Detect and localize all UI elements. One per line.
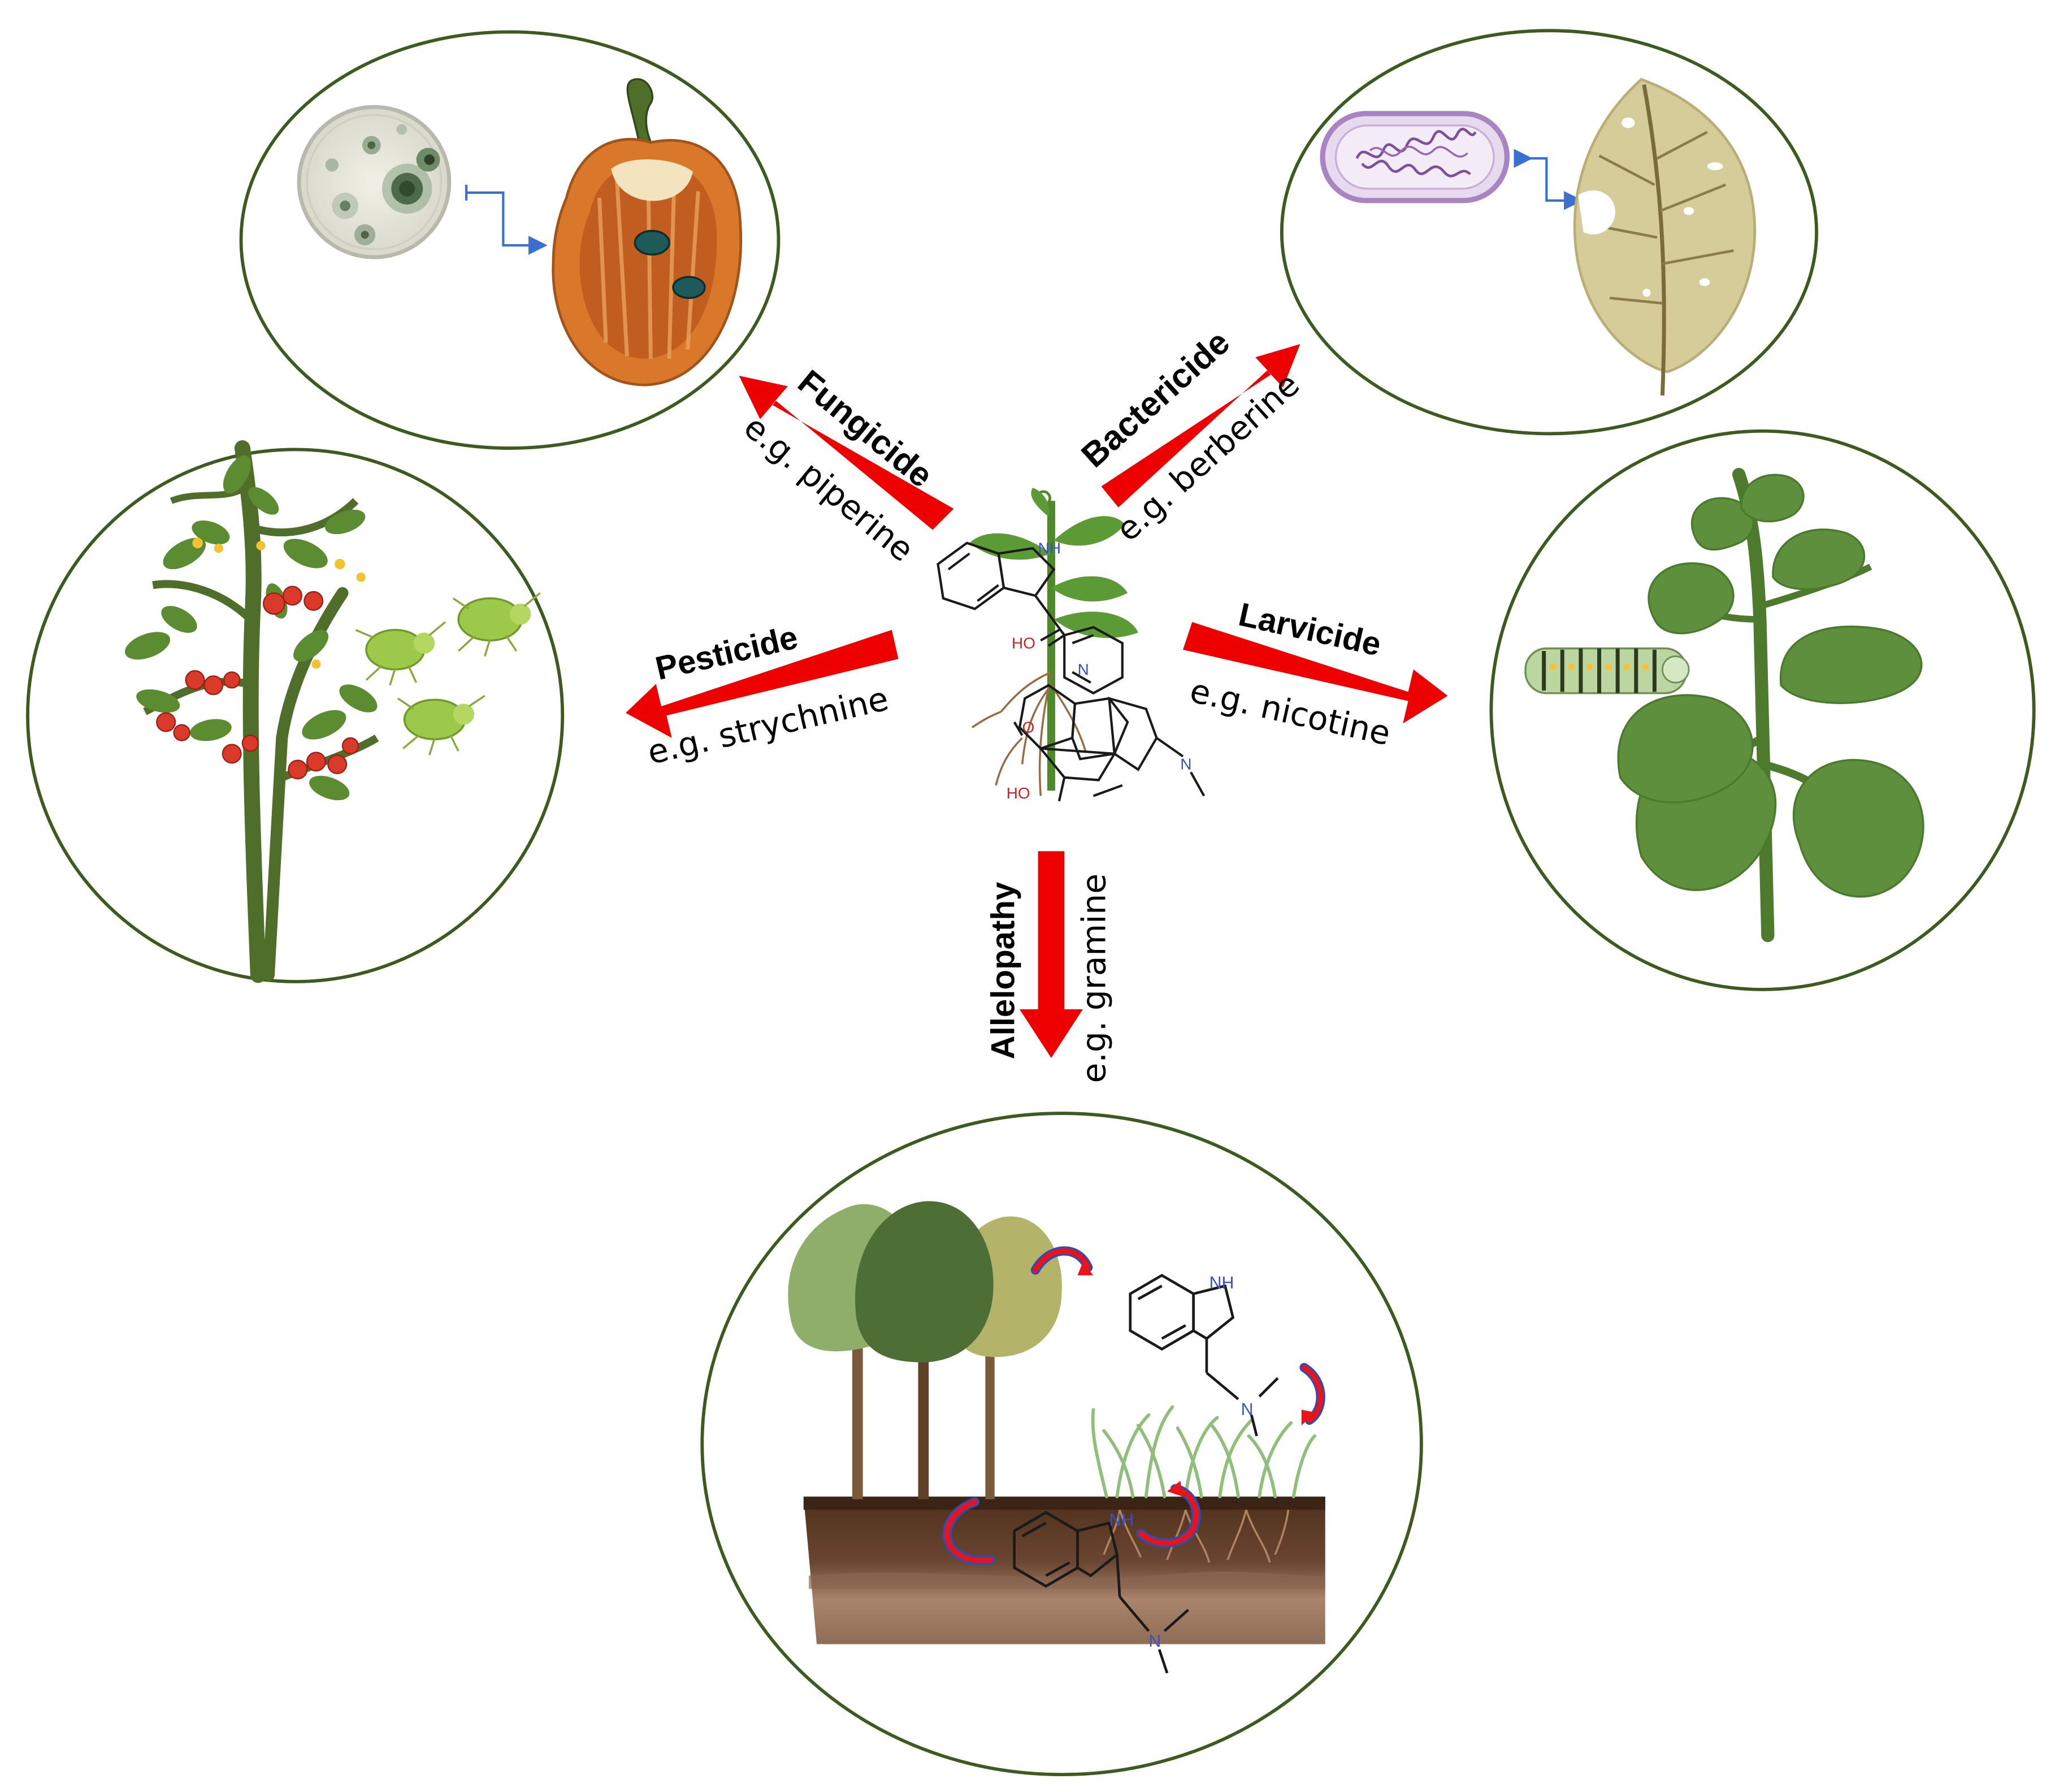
alkaloid-nh-label: NH [1038,540,1061,557]
aphid-icon [452,592,541,657]
inhibition-connector-icon [465,184,548,255]
gramine-nh-label: NH [1109,1511,1134,1530]
gramine-n-label: N [1241,1400,1254,1419]
alkaloid-ho-label: HO [1012,634,1035,652]
damaged-leaf-icon [1573,77,1756,396]
gramine-structure-icon [1013,1511,1189,1674]
cut-pepper-icon [552,78,743,387]
pesticide-example: e.g. strychnine [644,679,892,772]
cycle-arrow-icon [1299,1363,1325,1426]
aphid-icon [355,621,446,686]
bactericide-arrow [1101,344,1300,507]
gramine-n-label: N [1148,1632,1161,1651]
fungicide-arrow [739,375,954,530]
alkaloid-o-label: O [1022,718,1035,736]
aphid-icon [397,695,485,756]
alkaloid-n-label: N [1078,661,1089,678]
petri-dish-fungi-icon [297,105,452,259]
green-plant-icon [1617,467,1924,943]
bactericide-panel-circle [1280,29,1819,436]
soil-layers-icon [803,1496,1325,1645]
grass-icon [1091,1405,1317,1499]
larvicide-panel-circle [1489,429,2036,991]
pesticide-arrow [626,630,899,738]
caterpillar-icon [1524,647,1690,695]
fungicide-panel-circle [239,30,781,450]
tomato-plant-icon [124,440,379,983]
inhibition-connector-icon [1514,149,1583,210]
cycle-arrow-icon [942,1497,995,1565]
gramine-nh-label: NH [1209,1274,1234,1292]
alkaloid-n-label: N [1180,756,1191,773]
forest-trees-icon [788,1201,1062,1499]
pesticide-panel-circle [26,448,565,983]
cycle-arrow-icon [1030,1246,1094,1275]
allelopathy-example: e.g. gramine [1075,874,1113,1083]
allelopathy-label: Allelopathy [985,882,1022,1060]
plant-seedling-icon [969,487,1138,796]
bacterium-icon [1320,111,1510,203]
gramine-structure-icon [1129,1274,1279,1437]
allelopathy-arrow [1020,851,1083,1058]
alkaloid-ho-label: HO [1007,784,1030,802]
allelopathy-panel-circle [700,1112,1423,1777]
root-lines [1103,1509,1290,1563]
larvicide-arrow [1183,622,1448,724]
alkaloid-structure-icon [937,541,1206,802]
